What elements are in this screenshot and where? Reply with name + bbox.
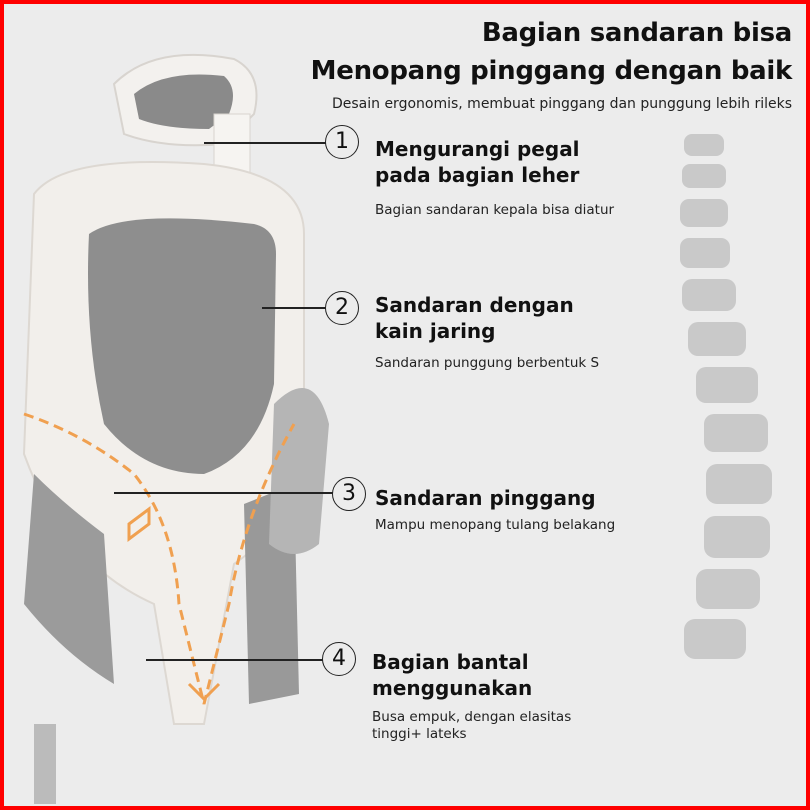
feature-1-title-1: Mengurangi pegal: [375, 137, 580, 161]
feature-number-3: 3: [332, 477, 366, 511]
feature-4-title-1: Bagian bantal: [372, 650, 529, 674]
feature-4-desc-1: Busa empuk, dengan elasitas: [372, 709, 572, 725]
callout-line-3: [114, 492, 336, 494]
chair: [22, 53, 329, 804]
feature-number-2: 2: [325, 291, 359, 325]
callout-line-1: [204, 142, 326, 144]
feature-1-title-2: pada bagian leher: [375, 163, 580, 187]
callout-line-2: [262, 307, 326, 309]
feature-3-desc: Mampu menopang tulang belakang: [375, 517, 616, 533]
feature-4-title-2: menggunakan: [372, 676, 533, 700]
headline-line-1: Bagian sandaran bisa: [481, 18, 792, 48]
headline-line-2: Menopang pinggang dengan baik: [310, 56, 793, 86]
feature-number-4: 4: [322, 642, 356, 676]
feature-2-title-1: Sandaran dengan: [375, 293, 574, 317]
spine-illustration: [680, 134, 772, 659]
feature-2-title-2: kain jaring: [375, 319, 496, 343]
chair-illustration: [22, 53, 772, 804]
feature-3-title: Sandaran pinggang: [375, 486, 596, 510]
feature-4-desc-2: tinggi+ lateks: [372, 726, 467, 742]
headline-subtitle: Desain ergonomis, membuat pinggang dan p…: [331, 96, 792, 112]
callout-line-4: [146, 659, 324, 661]
feature-2-desc: Sandaran punggung berbentuk S: [375, 355, 600, 371]
feature-1-desc: Bagian sandaran kepala bisa diatur: [375, 202, 615, 218]
feature-number-1: 1: [325, 125, 359, 159]
